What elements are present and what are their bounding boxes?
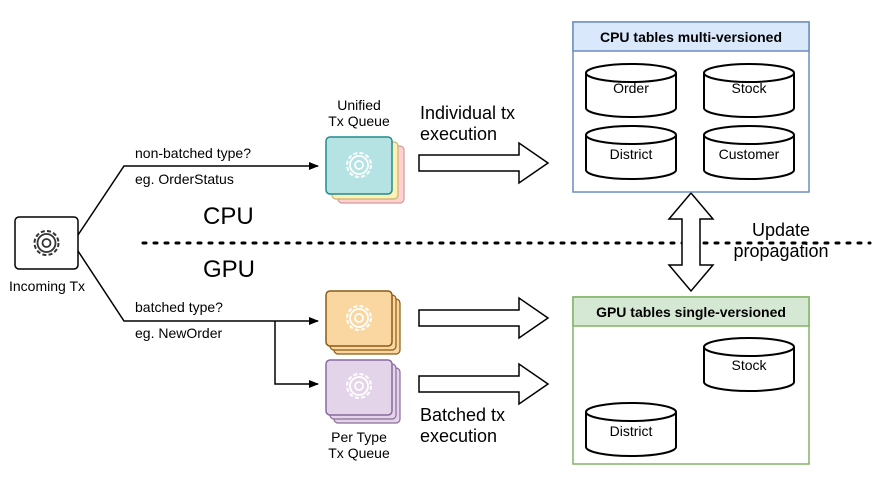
- per-type-queue-orange: [325, 290, 401, 355]
- per-type-queue-purple: [325, 359, 401, 424]
- cpu-table-stock: Stock: [731, 80, 767, 96]
- batched-execution-label: Batched tx execution: [420, 405, 506, 446]
- cpu-table-order: Order: [613, 80, 649, 96]
- db-cylinder: [703, 63, 795, 118]
- flow-line-cpu: [77, 162, 319, 236]
- gpu-label: GPU: [203, 256, 256, 283]
- update-propagation-label: Update propagation: [733, 220, 829, 261]
- unified-queue-label: Unified Tx Queue: [328, 97, 390, 130]
- cpu-tables-title: CPU tables multi-versioned: [599, 29, 783, 45]
- update-propagation-arrow: [667, 191, 715, 293]
- cpu-table-district: District: [610, 146, 653, 162]
- db-cylinder: [703, 125, 795, 180]
- block-arrow-gpu-exec-2: [418, 362, 550, 406]
- block-arrow-cpu-exec: [418, 141, 550, 185]
- cpu-path-example: eg. OrderStatus: [135, 171, 234, 187]
- cpu-label: CPU: [203, 203, 254, 230]
- incoming-tx-label: Incoming Tx: [9, 278, 85, 294]
- cpu-table-customer: Customer: [719, 146, 780, 162]
- cpu-path-condition: non-batched type?: [135, 145, 251, 161]
- gpu-tables-title: GPU tables single-versioned: [596, 304, 786, 320]
- db-cylinder: [585, 402, 677, 457]
- flow-line-gpu: [77, 250, 319, 325]
- gpu-path-condition: batched type?: [135, 299, 223, 315]
- db-cylinder: [585, 63, 677, 118]
- gpu-table-district: District: [610, 423, 653, 439]
- per-type-queue-label: Per Type Tx Queue: [328, 429, 390, 462]
- gpu-path-example: eg. NewOrder: [135, 325, 223, 341]
- flow-line-gpu-branch: [274, 321, 319, 388]
- db-cylinder: [585, 125, 677, 180]
- unified-tx-queue: [325, 136, 405, 204]
- db-cylinder: [703, 337, 795, 392]
- gpu-table-stock: Stock: [731, 357, 767, 373]
- incoming-tx-node: [14, 216, 79, 270]
- block-arrow-gpu-exec-1: [418, 296, 550, 340]
- individual-execution-label: Individual tx execution: [420, 103, 516, 144]
